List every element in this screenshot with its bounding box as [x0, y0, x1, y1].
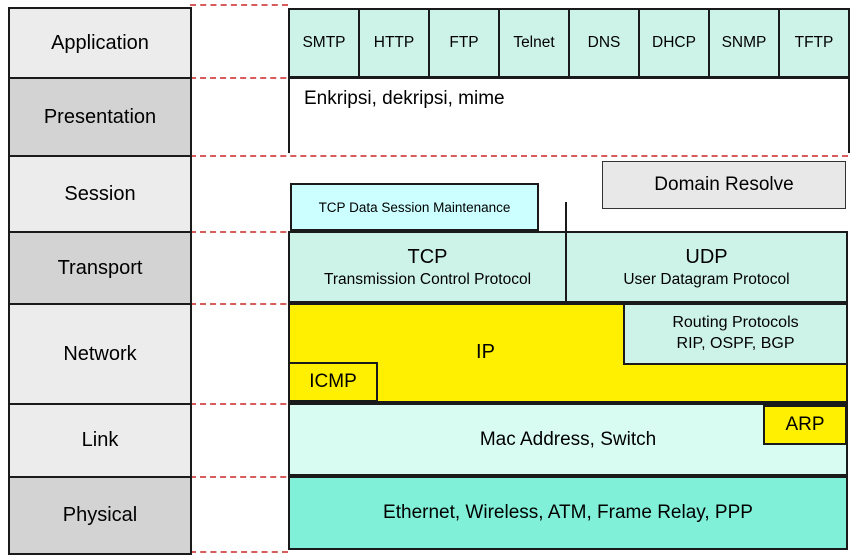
protocol-box-smtp: SMTP: [288, 8, 360, 78]
protocol-box-snmp: SNMP: [708, 8, 780, 78]
domain-resolve-box: Domain Resolve: [602, 161, 846, 209]
icmp-label: ICMP: [309, 371, 357, 392]
presentation-label: Enkripsi, dekripsi, mime: [304, 88, 505, 109]
layer-physical: Physical: [8, 476, 192, 555]
tcp-subtitle: Transmission Control Protocol: [323, 270, 532, 288]
layer-application: Application: [8, 7, 192, 79]
layer-session: Session: [8, 155, 192, 233]
protocol-box-http: HTTP: [358, 8, 430, 78]
routing-protocols-title: Routing Protocols: [672, 314, 799, 332]
physical-media-label: Ethernet, Wireless, ATM, Frame Relay, PP…: [383, 502, 753, 523]
layer-label: Link: [81, 429, 119, 451]
udp-title: UDP: [685, 245, 728, 268]
protocol-box-ftp: FTP: [428, 8, 500, 78]
layer-label: Physical: [62, 504, 138, 526]
icmp-box: ICMP: [288, 362, 378, 402]
layer-label: Session: [64, 182, 136, 205]
mac-address-box: Mac Address, Switch: [288, 403, 848, 476]
row-divider-top: [190, 4, 288, 6]
row-divider-bottom: [190, 551, 288, 553]
udp-column-tick-line: [565, 202, 567, 233]
layer-network: Network: [8, 303, 192, 405]
mac-address-label: Mac Address, Switch: [479, 428, 657, 450]
layer-label: Application: [51, 31, 149, 54]
protocol-box-dhcp: DHCP: [638, 8, 710, 78]
physical-media-box: Ethernet, Wireless, ATM, Frame Relay, PP…: [288, 476, 848, 550]
tcp-session-maintenance-label: TCP Data Session Maintenance: [318, 199, 511, 215]
routing-protocols-list: RIP, OSPF, BGP: [676, 335, 795, 352]
ip-label: IP: [476, 341, 495, 363]
layer-label: Network: [63, 342, 137, 365]
domain-resolve-label: Domain Resolve: [654, 174, 794, 195]
tcp-session-maintenance-box: TCP Data Session Maintenance: [290, 183, 539, 231]
layer-label: Transport: [57, 256, 143, 279]
arp-label: ARP: [785, 414, 825, 435]
layer-presentation: Presentation: [8, 77, 192, 157]
row-divider-presentation-session: [190, 155, 848, 157]
layer-label: Presentation: [43, 105, 157, 128]
application-protocols-row: SMTP HTTP FTP Telnet DNS DHCP SNMP TFTP: [288, 8, 850, 78]
udp-box: UDP User Datagram Protocol: [565, 231, 848, 303]
udp-subtitle: User Datagram Protocol: [623, 270, 790, 288]
protocol-box-telnet: Telnet: [498, 8, 570, 78]
layer-transport: Transport: [8, 231, 192, 305]
presentation-box: Enkripsi, dekripsi, mime: [288, 77, 850, 153]
tcp-title: TCP: [407, 245, 448, 268]
protocol-box-dns: DNS: [568, 8, 640, 78]
arp-box: ARP: [763, 405, 847, 445]
layer-link: Link: [8, 403, 192, 478]
protocol-box-tftp: TFTP: [778, 8, 850, 78]
routing-protocols-box: Routing Protocols RIP, OSPF, BGP: [623, 303, 848, 365]
tcp-box: TCP Transmission Control Protocol: [288, 231, 567, 303]
